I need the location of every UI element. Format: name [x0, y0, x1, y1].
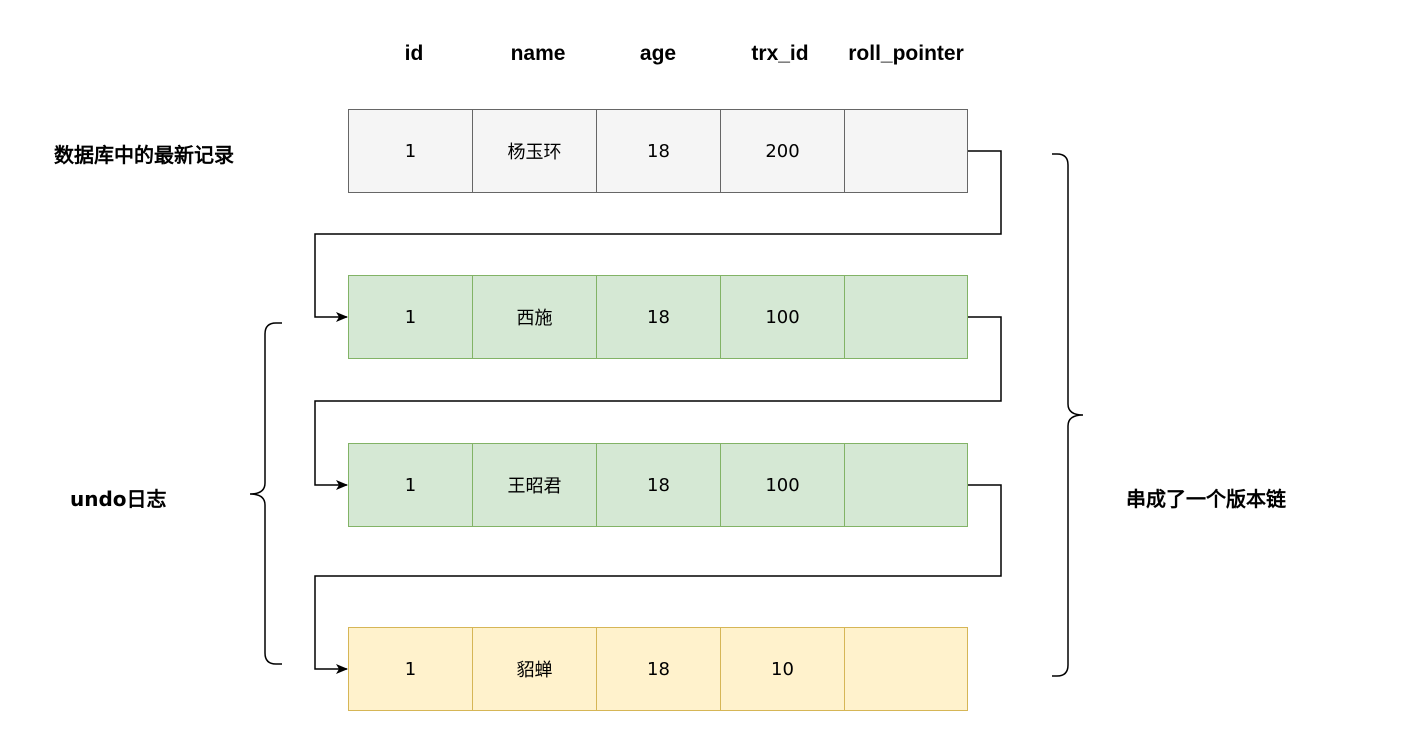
version-chain-brace	[1052, 153, 1084, 677]
roll-pointer-arrow	[314, 150, 1002, 322]
record-row-undo-1: 1 西施 18 100	[348, 275, 968, 359]
column-header-age: age	[639, 42, 677, 65]
cell-roll-pointer	[844, 627, 968, 711]
undo-log-brace	[249, 322, 282, 665]
record-row-undo-3: 1 貂蝉 18 10	[348, 627, 968, 711]
cell-trx-id: 200	[720, 109, 844, 193]
cell-id: 1	[348, 627, 472, 711]
cell-name: 杨玉环	[472, 109, 596, 193]
column-header-roll-pointer: roll_pointer	[848, 42, 964, 65]
cell-id: 1	[348, 275, 472, 359]
cell-age: 18	[596, 109, 720, 193]
cell-roll-pointer	[844, 275, 968, 359]
cell-trx-id: 100	[720, 275, 844, 359]
cell-name: 王昭君	[472, 443, 596, 527]
cell-age: 18	[596, 443, 720, 527]
cell-name: 西施	[472, 275, 596, 359]
cell-roll-pointer	[844, 443, 968, 527]
latest-record-label: 数据库中的最新记录	[54, 143, 234, 167]
cell-id: 1	[348, 109, 472, 193]
column-header-name: name	[510, 42, 566, 65]
cell-trx-id: 100	[720, 443, 844, 527]
column-header-id: id	[404, 42, 424, 65]
roll-pointer-arrow	[314, 484, 1002, 674]
column-header-trx-id: trx_id	[751, 42, 809, 65]
cell-trx-id: 10	[720, 627, 844, 711]
roll-pointer-arrow	[314, 316, 1002, 490]
cell-roll-pointer	[844, 109, 968, 193]
undo-log-label: undo日志	[70, 487, 167, 511]
cell-id: 1	[348, 443, 472, 527]
record-row-undo-2: 1 王昭君 18 100	[348, 443, 968, 527]
cell-name: 貂蝉	[472, 627, 596, 711]
version-chain-label: 串成了一个版本链	[1126, 487, 1286, 511]
record-row-latest: 1 杨玉环 18 200	[348, 109, 968, 193]
cell-age: 18	[596, 275, 720, 359]
cell-age: 18	[596, 627, 720, 711]
